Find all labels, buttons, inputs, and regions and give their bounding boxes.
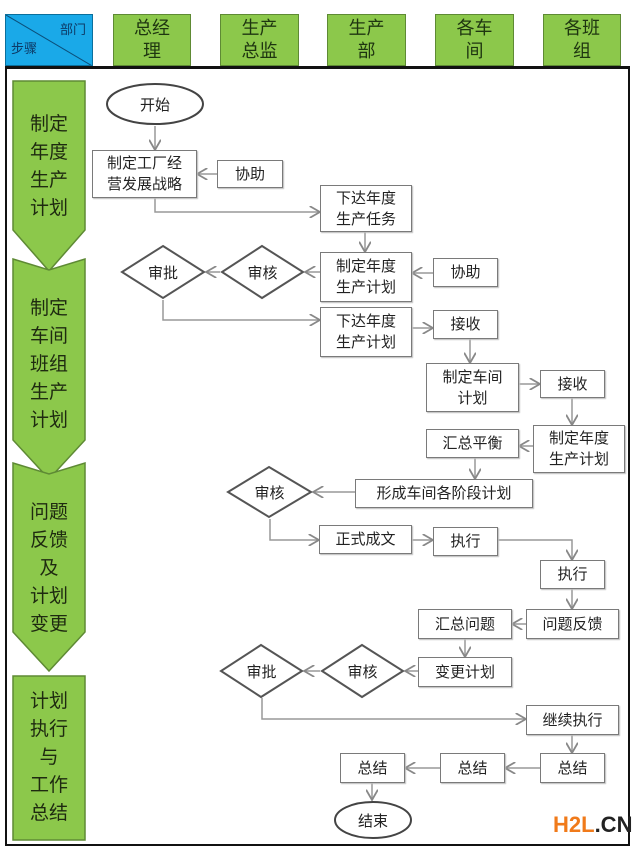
node-summary-2: 总结 xyxy=(440,753,505,783)
column-header-production-dept: 生产 部 xyxy=(327,14,406,66)
node-annual-plan: 制定年度 生产计划 xyxy=(320,252,412,302)
connector xyxy=(269,519,319,540)
column-header-production-director: 生产 总监 xyxy=(220,14,299,66)
column-header-teams: 各班 组 xyxy=(543,14,621,66)
node-continue: 继续执行 xyxy=(526,705,619,735)
diagram-frame xyxy=(5,66,630,846)
end-label: 结束 xyxy=(357,811,388,830)
decision-approve-1: 审批 xyxy=(120,244,206,300)
connector xyxy=(154,198,320,212)
node-receive-2: 接收 xyxy=(540,370,605,398)
stage-1: 制定 年度 生产 计划 xyxy=(12,80,86,272)
node-execute-2: 执行 xyxy=(540,560,605,589)
header-corner: 部门 步骤 xyxy=(5,14,93,66)
node-issue-plan: 下达年度 生产计划 xyxy=(320,307,412,357)
start-node: 开始 xyxy=(105,82,205,126)
stage-2: 制定 车间 班组 生产 计划 xyxy=(12,258,86,480)
decision-review-1: 审核 xyxy=(220,244,305,300)
stage-2-label: 制定 车间 班组 生产 计划 xyxy=(29,297,68,431)
node-change-plan: 变更计划 xyxy=(418,657,512,687)
connector xyxy=(498,539,572,560)
decision-approve-2: 审批 xyxy=(219,643,304,699)
decision-review-2: 审核 xyxy=(226,465,313,519)
diagonal-divider xyxy=(6,15,92,65)
node-summary-1: 总结 xyxy=(340,753,405,783)
node-stage-plan: 形成车间各阶段计划 xyxy=(355,479,533,508)
end-node: 结束 xyxy=(333,800,413,840)
node-strategy: 制定工厂经 营发展战略 xyxy=(92,150,197,198)
node-issue-task: 下达年度 生产任务 xyxy=(320,185,412,232)
node-assist-2: 协助 xyxy=(433,258,498,287)
stage-4-label: 计划 执行 与 工作 总结 xyxy=(29,690,68,824)
node-feedback: 问题反馈 xyxy=(526,609,619,639)
connector xyxy=(162,300,320,320)
node-receive-1: 接收 xyxy=(433,310,498,339)
node-balance: 汇总平衡 xyxy=(426,429,519,458)
start-label: 开始 xyxy=(139,95,170,114)
decision-review-3: 审核 xyxy=(320,643,405,699)
stage-1-label: 制定 年度 生产 计划 xyxy=(29,113,68,219)
node-summary-3: 总结 xyxy=(540,753,605,783)
stage-3: 问题 反馈 及 计划 变更 xyxy=(12,462,86,672)
column-header-gm: 总经 理 xyxy=(113,14,191,66)
connector xyxy=(261,698,526,719)
stage-3-label: 问题 反馈 及 计划 变更 xyxy=(29,501,68,635)
node-team-plan: 制定年度 生产计划 xyxy=(533,425,625,473)
step-label: 步骤 xyxy=(11,42,38,57)
node-formalize: 正式成文 xyxy=(319,525,412,554)
node-workshop-plan: 制定车间 计划 xyxy=(426,363,519,412)
column-header-workshops: 各车 间 xyxy=(435,14,514,66)
watermark: H2L.CN xyxy=(553,812,633,837)
node-execute-1: 执行 xyxy=(433,527,498,556)
node-assist-1: 协助 xyxy=(217,160,283,188)
node-summarize-issues: 汇总问题 xyxy=(418,609,512,639)
department-label: 部门 xyxy=(59,23,86,38)
stage-4: 计划 执行 与 工作 总结 xyxy=(12,675,86,841)
